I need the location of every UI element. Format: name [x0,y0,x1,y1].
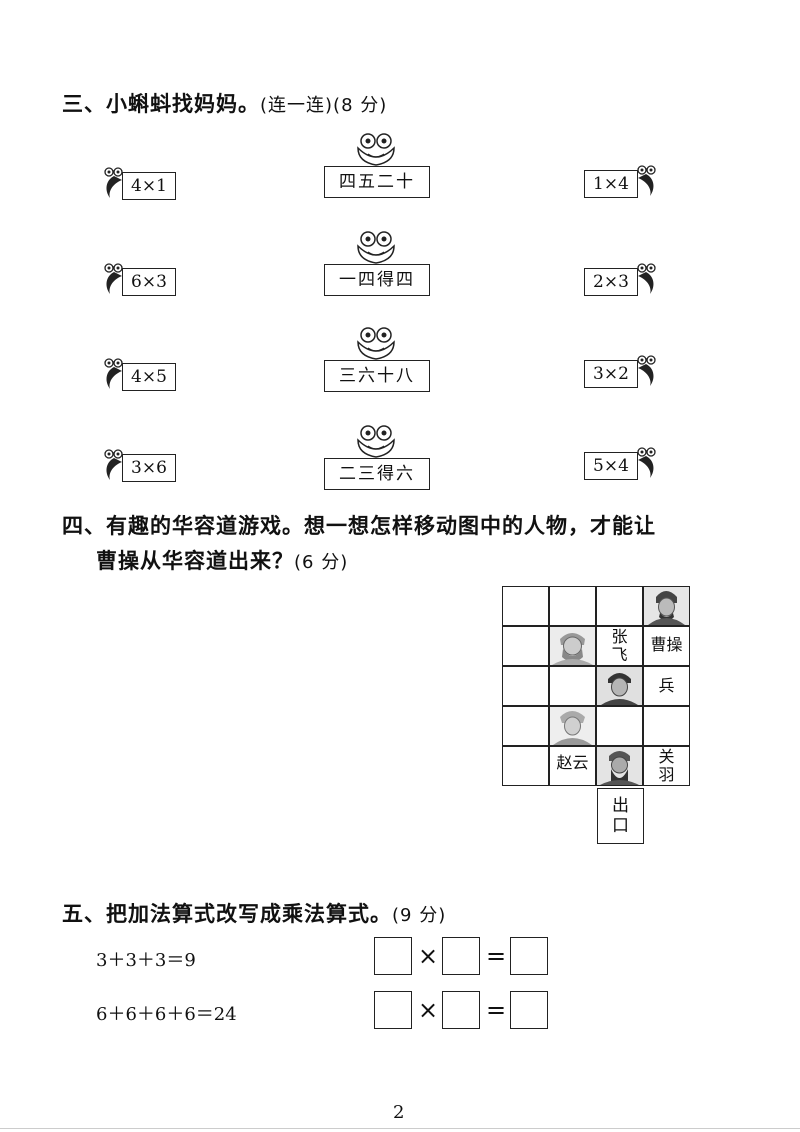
rhyme: 三六十八 [324,360,430,392]
section4-heading-line1: 四、有趣的华容道游戏。想一想怎样移动图中的人物，才能让 [62,514,656,538]
soldier-label: 兵 [658,676,675,695]
grid-cell [502,586,549,626]
caocao-label: 曹操 [650,635,683,654]
guanyu-portrait-icon[interactable] [597,747,642,785]
grid-cell [549,746,596,786]
addition-equation-1: 3＋3＋3＝9 [96,950,196,971]
section4-note: (6 分) [294,552,349,573]
tadpole-icon [104,358,123,389]
right-tadpole-4[interactable]: 5×4 [580,446,660,482]
tadpole-icon [637,355,656,386]
zhangfei-char-1: 张 [611,627,628,646]
expression: 6×3 [122,268,176,296]
caocao-portrait-icon[interactable] [644,587,689,625]
frog-icon [357,133,395,166]
times-sign: × [418,942,439,970]
section3-note: (连一连)(8 分) [260,95,388,116]
left-tadpole-1[interactable]: 4×1 [100,166,180,202]
addition-equation-2: 6＋6＋6＋6＝24 [96,1004,237,1025]
tadpole-icon [637,447,656,478]
expression: 3×6 [122,454,176,482]
expression: 1×4 [584,170,638,198]
section3-heading: 三、小蝌蚪找妈妈。(连一连)(8 分) [62,88,387,118]
zhangfei-label: 张 飞 [596,628,643,664]
expression: 4×5 [122,363,176,391]
grid-cell [549,586,596,626]
exit-cell: 出 口 [597,788,644,844]
rhyme: 四五二十 [324,166,430,198]
frog-2[interactable]: 一四得四 [324,230,434,310]
section4-title: 曹操从华容道出来？ [96,549,294,573]
frog-icon [357,327,395,360]
tadpole-icon [104,263,123,294]
soldier-portrait-icon[interactable] [597,667,642,705]
tadpole-icon [637,263,656,294]
left-tadpole-2[interactable]: 6×3 [100,262,180,298]
section5-heading: 五、把加法算式改写成乘法算式。(9 分) [62,898,446,928]
zhaoyun-portrait-icon[interactable] [550,707,595,745]
guanyu-char-2: 羽 [658,765,675,784]
exit-char-1: 出 [612,796,629,816]
right-tadpole-1[interactable]: 1×4 [580,164,660,200]
expression: 2×3 [584,268,638,296]
expression: 5×4 [584,452,638,480]
grid-cell [596,586,643,626]
right-tadpole-2[interactable]: 2×3 [580,262,660,298]
huarongdao-grid: 张 飞 曹操 兵 赵云 关 羽 [502,586,690,788]
left-tadpole-4[interactable]: 3×6 [100,448,180,484]
zhangfei-char-2: 飞 [611,645,628,664]
left-tadpole-3[interactable]: 4×5 [100,357,180,393]
section4-heading-line2: 曹操从华容道出来？(6 分) [96,545,348,575]
equals-sign: = [486,942,507,970]
answer-box-1c[interactable] [510,937,548,975]
answer-box-1b[interactable] [442,937,480,975]
answer-box-1a[interactable] [374,937,412,975]
grid-cell [643,706,690,746]
footer-divider [0,1128,800,1129]
equals-sign: = [486,996,507,1024]
answer-box-2a[interactable] [374,991,412,1029]
frog-3[interactable]: 三六十八 [324,326,434,406]
exit-char-2: 口 [612,816,629,836]
zhaoyun-label: 赵云 [556,753,589,772]
frog-1[interactable]: 四五二十 [324,132,434,212]
guanyu-char-1: 关 [658,747,675,766]
guanyu-label: 关 羽 [643,748,690,784]
page-number: 2 [393,1102,405,1123]
zhangfei-portrait-icon[interactable] [550,627,595,665]
tadpole-icon [104,449,123,480]
frog-icon [357,425,395,458]
section3-title: 三、小蝌蚪找妈妈。 [62,92,260,116]
answer-box-2c[interactable] [510,991,548,1029]
grid-cell [502,746,549,786]
rhyme: 二三得六 [324,458,430,490]
section5-title: 五、把加法算式改写成乘法算式。 [62,902,392,926]
times-sign: × [418,996,439,1024]
grid-cell [502,626,549,666]
grid-cell [643,626,690,666]
frog-icon [357,231,395,264]
frog-4[interactable]: 二三得六 [324,424,434,504]
expression: 4×1 [122,172,176,200]
grid-cell [643,666,690,706]
grid-cell [549,666,596,706]
grid-cell [596,626,643,666]
answer-box-2b[interactable] [442,991,480,1029]
grid-cell [596,706,643,746]
grid-cell [502,706,549,746]
tadpole-icon [637,165,656,196]
right-tadpole-3[interactable]: 3×2 [580,354,660,390]
grid-cell [643,746,690,786]
grid-cell [502,666,549,706]
expression: 3×2 [584,360,638,388]
section5-note: (9 分) [392,905,447,926]
rhyme: 一四得四 [324,264,430,296]
